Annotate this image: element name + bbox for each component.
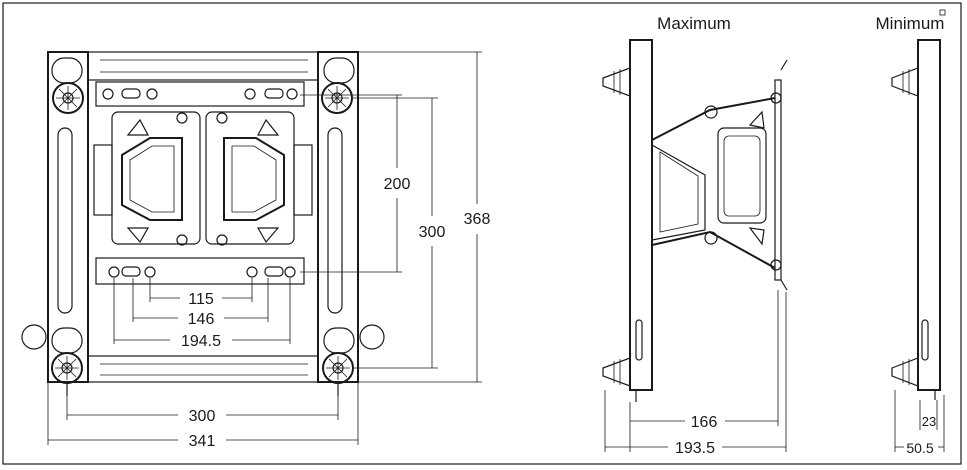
side-view-minimum: Minimum 23 50.5 xyxy=(876,9,946,456)
left-ring-handle xyxy=(21,324,47,350)
corner-knob-bottom-right xyxy=(322,352,354,384)
maximum-caption: Maximum xyxy=(657,14,731,33)
dim-50-5-label: 50.5 xyxy=(906,440,933,456)
bottom-crossbar xyxy=(87,355,319,383)
dim-368-label: 368 xyxy=(464,211,491,228)
dim-146-label: 146 xyxy=(188,311,215,328)
dim-115-label: 115 xyxy=(188,291,214,308)
dim-23-label: 23 xyxy=(922,414,936,429)
dim-300-horizontal-label: 300 xyxy=(189,408,216,425)
dim-193-5-label: 193.5 xyxy=(675,440,715,457)
dim-200-label: 200 xyxy=(384,176,411,193)
corner-knob-top-right xyxy=(321,82,353,114)
drawing-frame xyxy=(2,2,962,465)
max-wall-plate xyxy=(629,39,653,391)
dim-300-vertical-label: 300 xyxy=(419,224,446,241)
front-dimensions: 115 146 194.5 200 300 368 xyxy=(47,51,491,450)
dim-166-label: 166 xyxy=(691,414,718,431)
minimum-caption: Minimum xyxy=(876,14,945,33)
min-wall-plate xyxy=(917,39,941,391)
max-tv-bracket xyxy=(774,79,782,281)
corner-knob-top-left xyxy=(52,82,84,114)
corner-knob-bottom-left xyxy=(51,352,83,384)
front-view xyxy=(21,51,385,396)
side-view-maximum: Maximum 166 193.5 xyxy=(602,14,788,457)
upper-mounting-plate xyxy=(95,81,305,107)
lower-mounting-plate xyxy=(95,257,305,285)
dim-194-5-label: 194.5 xyxy=(181,333,221,350)
dim-341-label: 341 xyxy=(189,433,216,450)
min-tv-bracket xyxy=(939,9,946,16)
top-crossbar xyxy=(87,51,319,81)
right-ring-handle xyxy=(359,324,385,350)
arm-assembly xyxy=(93,111,313,246)
